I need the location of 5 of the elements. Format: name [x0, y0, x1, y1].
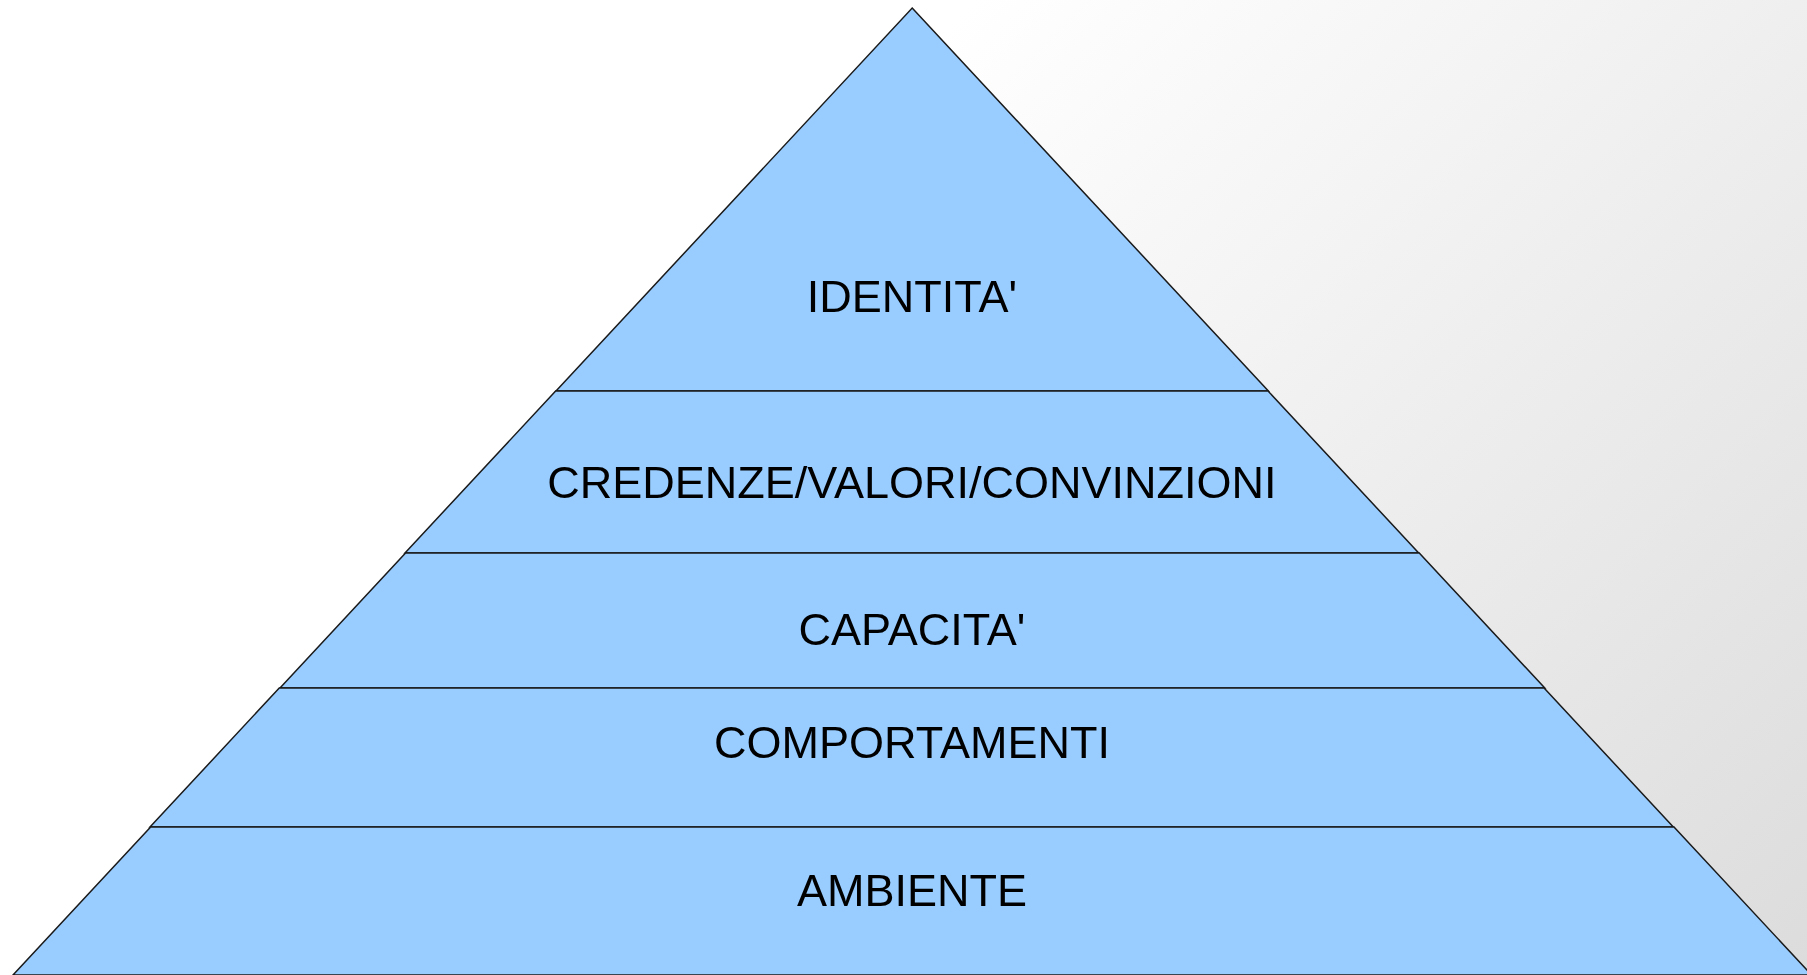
level-label: IDENTITA'	[806, 271, 1018, 323]
level-label: AMBIENTE	[796, 865, 1027, 917]
level-label: COMPORTAMENTI	[714, 717, 1110, 769]
level-label: CREDENZE/VALORI/CONVINZIONI	[547, 457, 1277, 509]
level-label: CAPACITA'	[798, 604, 1026, 656]
